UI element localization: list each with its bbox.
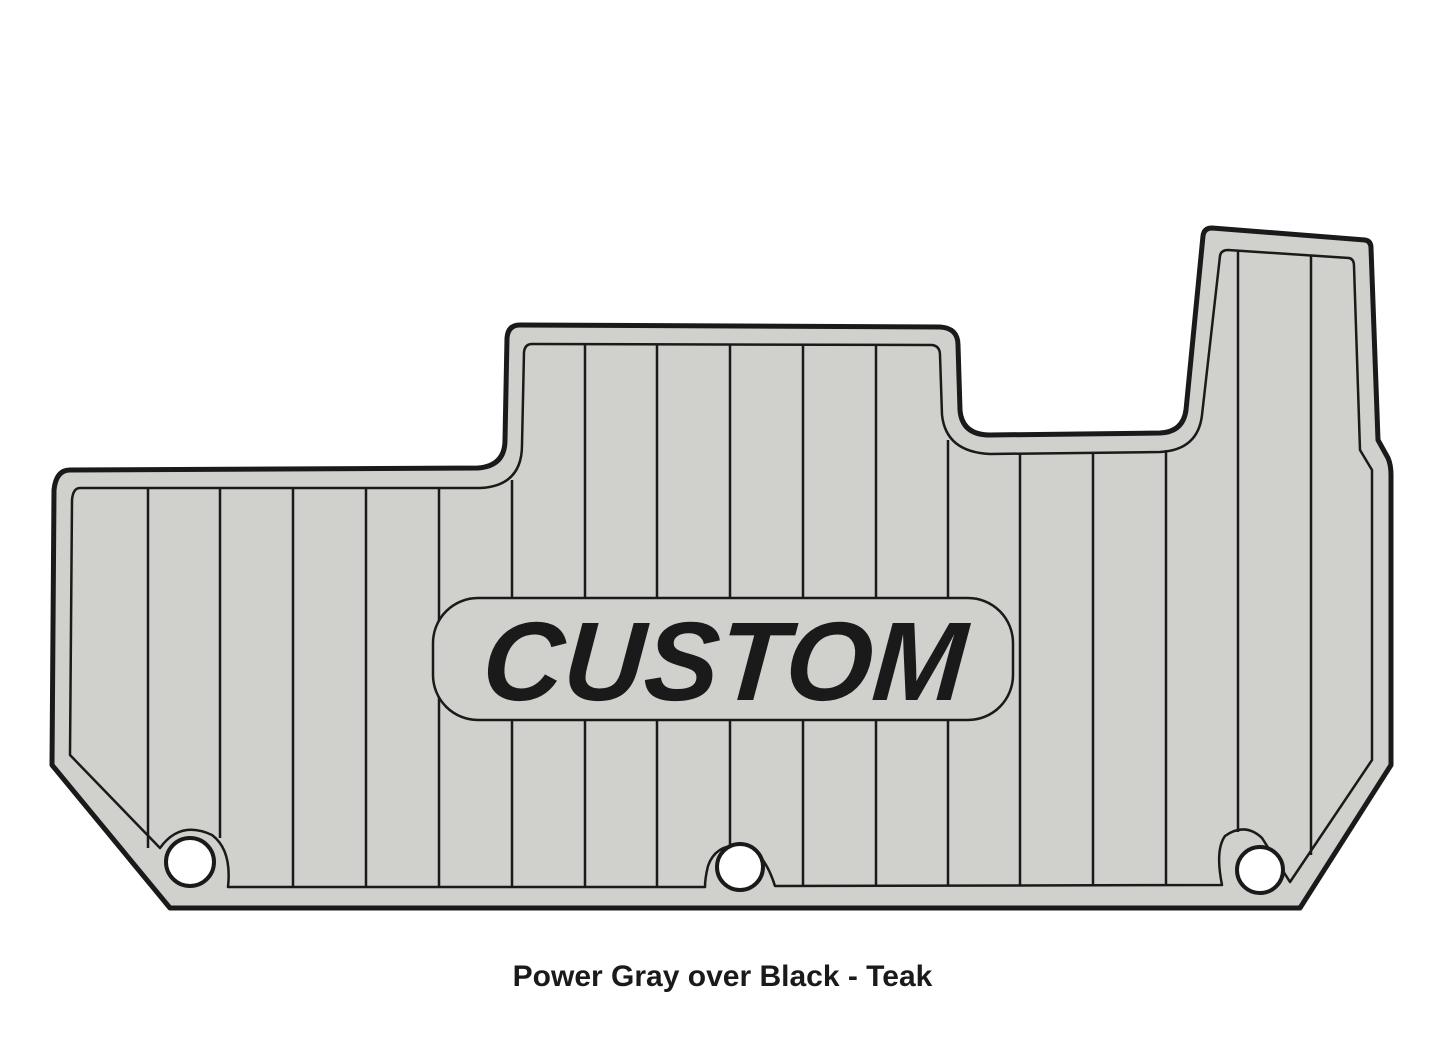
logo-text: CUSTOM — [479, 598, 974, 724]
hole-center — [715, 842, 765, 892]
product-caption: Power Gray over Black - Teak — [512, 960, 933, 993]
pad-outline — [49, 225, 1394, 911]
mounting-holes — [164, 836, 1285, 895]
hole-left — [164, 836, 216, 888]
logo-badge — [431, 596, 1015, 722]
hole-right — [1235, 845, 1285, 895]
pad-inner-groove — [68, 248, 1374, 889]
